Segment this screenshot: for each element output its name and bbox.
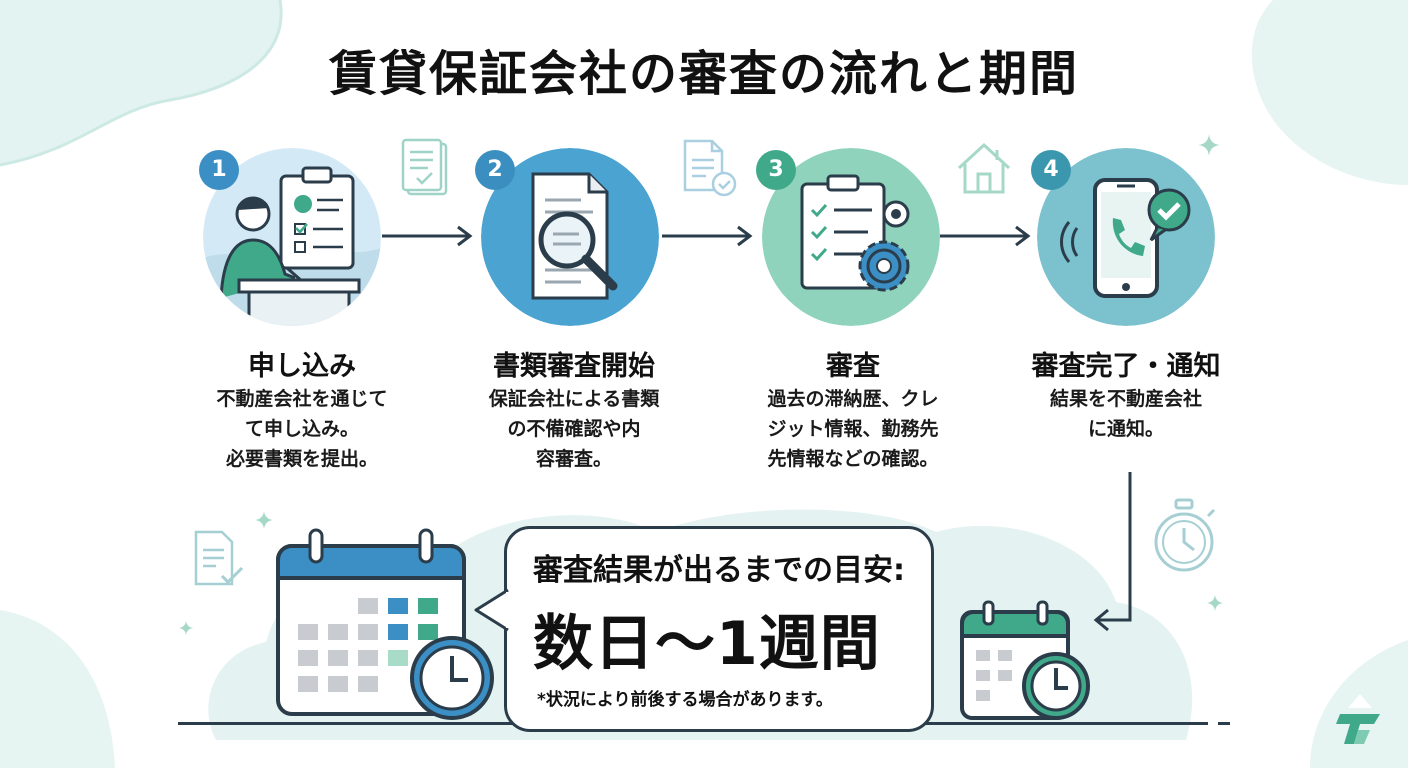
background-blob-top-right	[1251, 0, 1408, 185]
description-line: 保証会社による書類	[488, 388, 660, 410]
step-number-badge: 3	[756, 150, 796, 190]
step-number-badge: 2	[475, 150, 515, 190]
step-illustration	[203, 148, 381, 326]
description-line: て申し込み。	[244, 418, 359, 440]
background-blob-top-left	[0, 0, 283, 167]
calendar-clock-icon	[276, 528, 494, 720]
sparkle-icon	[178, 620, 194, 636]
step-arrow-2	[662, 225, 753, 247]
description-line: 必要書類を提出。	[225, 448, 378, 470]
baseline-dash	[1218, 722, 1230, 725]
brand-logo-icon	[1336, 694, 1380, 744]
document-icon	[401, 138, 448, 196]
step-description: 結果を不動産会社 に通知。	[1001, 384, 1251, 444]
phone-notification-icon	[1037, 148, 1215, 326]
summary-lead: 審査結果が出るまでの目安:	[533, 553, 905, 588]
description-line: 先情報などの確認。	[767, 448, 939, 470]
step-title: 書類審査開始	[493, 351, 655, 382]
step-illustration	[1037, 148, 1215, 326]
description-line: 結果を不動産会社	[1049, 388, 1202, 410]
sparkle-icon	[1198, 134, 1220, 156]
description-line: ジット情報、勤務先	[767, 418, 939, 440]
step-arrow-1	[382, 225, 473, 247]
step-illustration	[481, 148, 659, 326]
step-description: 過去の滞納歴、クレ ジット情報、勤務先 先情報などの確認。	[728, 384, 978, 474]
summary-bubble: 審査結果が出るまでの目安: 数日〜1週間 *状況により前後する場合があります。	[504, 526, 934, 732]
bubble-tail	[474, 588, 510, 632]
description-line: 容審査。	[535, 448, 612, 470]
connector-arrow	[1093, 472, 1132, 632]
application-form-icon	[203, 148, 381, 326]
step-title: 審査	[826, 351, 880, 382]
house-icon	[957, 142, 1011, 194]
stopwatch-icon	[1154, 498, 1216, 572]
summary-note: *状況により前後する場合があります。	[537, 690, 833, 710]
summary-period: 数日〜1週間	[533, 609, 881, 679]
page-title: 賃貸保証会社の審査の流れと期間	[328, 46, 1079, 102]
description-line: 過去の滞納歴、クレ	[767, 388, 939, 410]
sparkle-icon	[1206, 594, 1224, 612]
calendar-clock-icon	[960, 600, 1090, 720]
sparkle-icon	[255, 511, 273, 529]
step-arrow-3	[940, 225, 1031, 247]
document-check-icon	[194, 530, 244, 586]
step-title: 審査完了・通知	[1031, 351, 1221, 382]
step-number-badge: 1	[199, 150, 239, 190]
step-number-badge: 4	[1031, 150, 1071, 190]
step-description: 保証会社による書類 の不備確認や内 容審査。	[449, 384, 699, 474]
description-line: 不動産会社を通じて	[216, 388, 388, 410]
step-illustration	[762, 148, 940, 326]
step-title: 申し込み	[248, 351, 356, 382]
document-check-icon	[683, 139, 737, 197]
document-search-icon	[481, 148, 659, 326]
step-description: 不動産会社を通じて て申し込み。 必要書類を提出。	[177, 384, 427, 474]
checklist-gear-icon	[762, 148, 940, 326]
background-blob-bottom-left	[0, 610, 115, 768]
description-line: に通知。	[1087, 418, 1164, 440]
description-line: の不備確認や内	[507, 418, 641, 440]
